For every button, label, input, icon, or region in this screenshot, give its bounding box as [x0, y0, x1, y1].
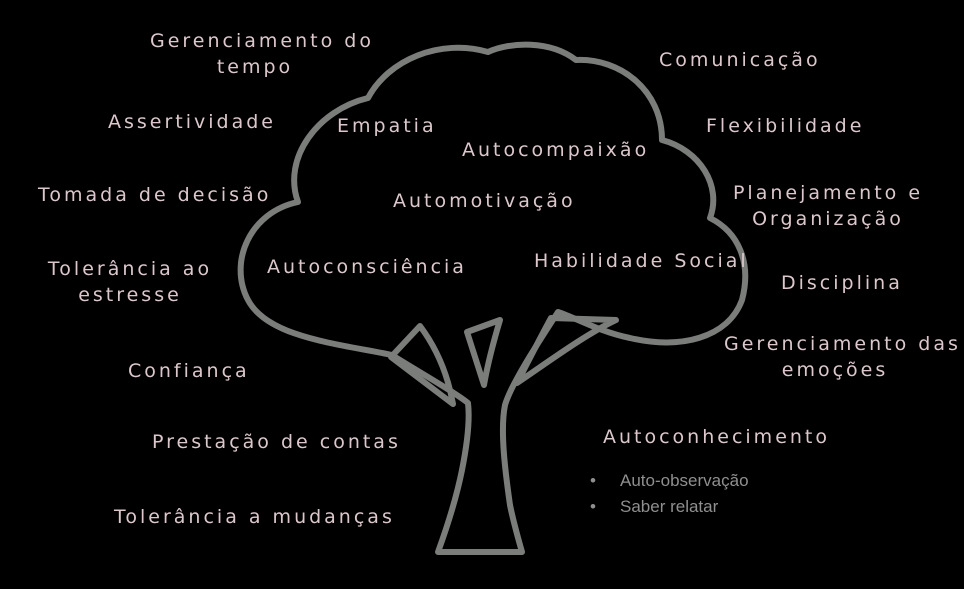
label-flexibilidade: Flexibilidade — [706, 115, 865, 137]
label-prestacao-contas: Prestação de contas — [152, 431, 401, 453]
branch-gap-middle — [464, 317, 503, 388]
label-disciplina: Disciplina — [781, 272, 903, 294]
list-item-text: Auto-observação — [620, 471, 749, 490]
branch-gap-left — [388, 323, 456, 407]
list-item: Saber relatar — [590, 494, 749, 520]
label-planejamento-line2: Organização — [752, 208, 904, 230]
label-empatia: Empatia — [337, 115, 437, 137]
label-gerenciamento-emocoes-line1: Gerenciamento das — [724, 333, 961, 355]
label-tomada-decisao: Tomada de decisão — [38, 184, 272, 206]
label-automotivacao: Automotivação — [393, 190, 576, 212]
label-comunicacao: Comunicação — [659, 49, 821, 71]
autoconhecimento-list: Auto-observação Saber relatar — [590, 468, 749, 520]
branch-gap-right — [514, 315, 619, 386]
label-planejamento-organizacao: Planejamento e Organização — [730, 180, 926, 232]
label-tolerancia-mudancas: Tolerância a mudanças — [114, 506, 395, 528]
label-autoconhecimento: Autoconhecimento — [603, 426, 830, 448]
label-tolerancia-estresse: Tolerância ao estresse — [46, 256, 214, 308]
label-gerenciamento-tempo-line2: tempo — [216, 56, 294, 78]
label-autoconsciencia: Autoconsciência — [267, 256, 467, 278]
label-confianca: Confiança — [128, 360, 250, 382]
list-item: Auto-observação — [590, 468, 749, 494]
label-gerenciamento-emocoes-line2: emoções — [781, 359, 889, 381]
label-tolerancia-estresse-line1: Tolerância ao — [47, 258, 213, 280]
label-tolerancia-estresse-line2: estresse — [78, 284, 182, 306]
label-autocompaixao: Autocompaixão — [462, 139, 650, 161]
label-assertividade: Assertividade — [108, 111, 277, 133]
canopy-outline — [237, 41, 749, 555]
list-item-text: Saber relatar — [620, 497, 719, 516]
label-gerenciamento-emocoes: Gerenciamento das emoções — [724, 331, 961, 383]
label-gerenciamento-tempo: Gerenciamento do tempo — [150, 28, 374, 80]
label-planejamento-line1: Planejamento e — [732, 182, 924, 204]
label-habilidade-social: Habilidade Social — [534, 250, 749, 272]
label-gerenciamento-tempo-line1: Gerenciamento do — [150, 30, 374, 52]
